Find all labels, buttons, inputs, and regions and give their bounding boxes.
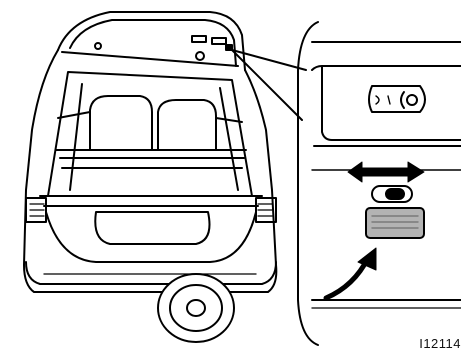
seat-right [158, 100, 216, 150]
plate-recess [95, 212, 209, 244]
spare-tire [158, 274, 234, 342]
callout-line [232, 50, 302, 120]
curved-arrow-icon [326, 248, 376, 298]
vehicle-body [24, 50, 276, 292]
seat-left [90, 96, 152, 150]
figure-id-label: I12114 [419, 336, 461, 351]
vehicle-rear [24, 12, 306, 342]
tail-lamp-left [26, 198, 46, 222]
switch-icon [372, 186, 412, 202]
detail-inset [298, 22, 461, 345]
double-arrow-icon [348, 162, 424, 182]
label-plate-icon [366, 208, 424, 238]
inset-border [298, 22, 318, 345]
latch-switch-location [226, 45, 232, 50]
